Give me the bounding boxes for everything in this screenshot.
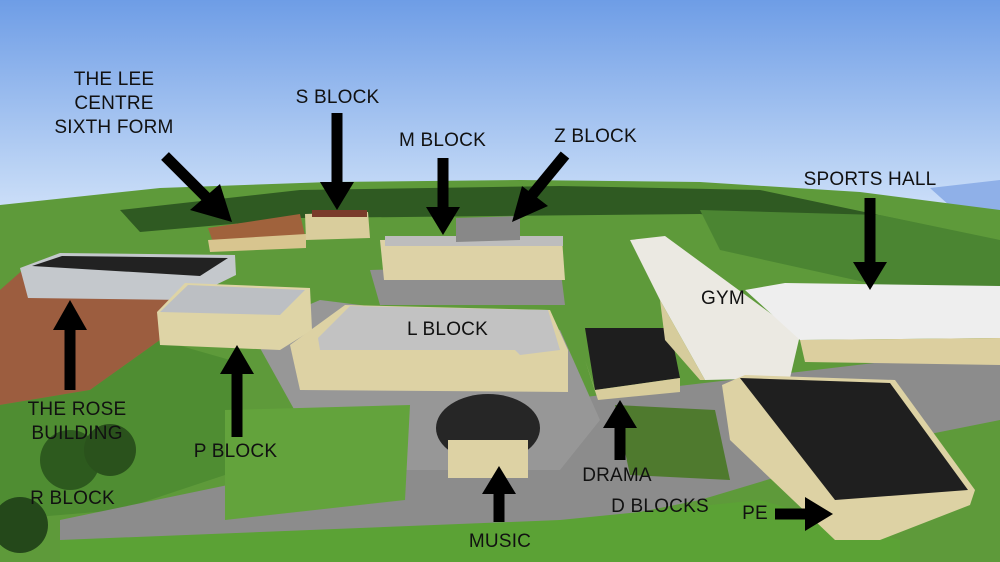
label-music: MUSIC (468, 531, 532, 552)
label-gym: GYM (701, 288, 745, 309)
pe-building-roof (740, 378, 968, 500)
arrow-pe (775, 497, 833, 531)
label-s-block: S BLOCK (295, 87, 380, 108)
drama-pit (615, 405, 730, 480)
arrow-sports-hall (853, 198, 887, 290)
label-z-block: Z BLOCK (554, 126, 637, 147)
label-lee-centre: THE LEE CENTRE SIXTH FORM (44, 68, 184, 140)
arrow-m-block (426, 158, 460, 235)
drama-building-wall (585, 360, 680, 400)
label-r-block: R BLOCK (30, 488, 115, 509)
label-p-block: P BLOCK (193, 441, 278, 462)
drama-building (585, 328, 680, 390)
label-sports-hall: SPORTS HALL (803, 169, 937, 190)
gym-wall (660, 300, 705, 380)
rose-building-roof (32, 256, 228, 276)
arrow-drama (603, 400, 637, 460)
tree (84, 424, 136, 476)
label-lee-centre-line2: CENTRE (74, 93, 154, 114)
lee-centre-wall (208, 234, 306, 252)
label-l-block: L BLOCK (407, 319, 488, 340)
arrow-z-block (512, 151, 570, 222)
arrow-lee-centre (161, 152, 232, 222)
field-right (700, 210, 1000, 300)
label-m-block: M BLOCK (399, 130, 486, 151)
label-lee-centre-line3: SIXTH FORM (54, 117, 174, 138)
sports-hall (745, 283, 1000, 340)
tree (0, 497, 48, 553)
distant-water (930, 180, 1000, 212)
z-block (456, 216, 520, 242)
arrow-music (482, 466, 516, 522)
label-lee-centre-line1: THE LEE (73, 69, 155, 90)
arrow-s-block (320, 113, 354, 210)
label-rose-building: THE ROSE BUILDING (12, 398, 142, 446)
s-block (305, 212, 370, 240)
arrow-p-block (220, 345, 254, 437)
label-rose-building-line1: THE ROSE (27, 399, 127, 420)
label-d-blocks: D BLOCKS (611, 496, 709, 517)
p-block-roof (160, 285, 305, 315)
s-block-roof (312, 210, 367, 217)
label-pe: PE (742, 503, 768, 524)
sports-hall-wall (800, 338, 1000, 365)
l-block-roof (318, 306, 560, 355)
label-rose-building-line2: BUILDING (31, 423, 123, 444)
lawn-bottom (60, 500, 900, 562)
music-building-base (448, 440, 528, 478)
gym (630, 236, 800, 380)
treeline (120, 186, 950, 245)
arrow-rose-building (53, 300, 87, 390)
lawn-center (225, 405, 410, 520)
m-block (380, 238, 565, 280)
label-drama: DRAMA (582, 465, 652, 486)
